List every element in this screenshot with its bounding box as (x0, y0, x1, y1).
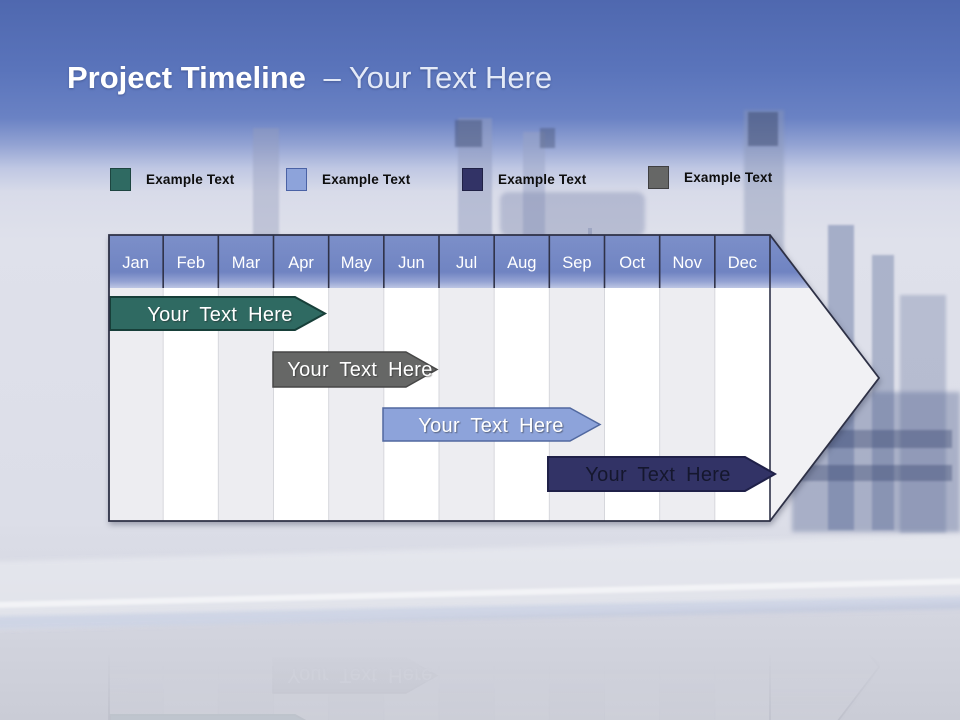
task-bar-navy (547, 456, 778, 492)
slide-title: Project Timeline – Your Text Here (67, 58, 552, 98)
legend-label: Example Text (684, 170, 773, 185)
slide-title-main: Project Timeline (67, 60, 306, 95)
month-header-band (109, 235, 812, 288)
legend-label: Example Text (146, 172, 235, 187)
big-arrow-outline (108, 234, 881, 522)
chimney-cap-shape (748, 112, 778, 146)
slide-title-suffix: – Your Text Here (323, 60, 553, 95)
task-bar-label: Your Text Here (287, 359, 432, 381)
legend-swatch-light-blue (286, 168, 307, 191)
task-bar-light-blue (382, 407, 602, 442)
curb-shape (0, 577, 960, 609)
month-label: May (341, 254, 373, 272)
legend-swatch-teal (110, 168, 131, 191)
month-label: Sep (562, 254, 591, 272)
month-label: Aug (507, 254, 536, 272)
month-label: Feb (177, 254, 205, 272)
legend-item-navy: Example Text (462, 168, 586, 191)
month-label: Jan (122, 254, 149, 272)
month-label: Jun (398, 254, 425, 272)
chimney-cap-shape (540, 128, 555, 148)
road-shape (0, 533, 960, 631)
road-streak-shape (0, 595, 960, 630)
legend-label: Example Text (322, 172, 411, 187)
month-label: Nov (673, 254, 703, 272)
legend-swatch-navy (462, 168, 483, 191)
month-label: Oct (619, 254, 645, 272)
legend-item-light-blue: Example Text (286, 168, 410, 191)
chimney-cap-shape (455, 120, 482, 147)
month-labels: Jan Feb Mar Apr May Jun Jul Aug Sep Oct … (122, 254, 757, 272)
legend-swatch-gray (648, 166, 669, 189)
task-bar-label: Your Text Here (418, 415, 563, 437)
tower-shape (900, 295, 946, 533)
task-bar-gray (272, 351, 439, 388)
month-label: Mar (232, 254, 261, 272)
legend-label: Example Text (498, 172, 587, 187)
month-label: Jul (456, 254, 477, 272)
timeline-chart: Jan Feb Mar Apr May Jun Jul Aug Sep Oct … (108, 234, 881, 522)
month-label: Apr (288, 254, 314, 272)
task-bar-teal (109, 296, 328, 331)
month-label: Dec (728, 254, 757, 272)
timeline-arrow-graphic: Jan Feb Mar Apr May Jun Jul Aug Sep Oct … (108, 234, 881, 522)
legend-item-gray: Example Text (648, 166, 772, 189)
legend-item-teal: Example Text (110, 168, 234, 191)
equipment-shape (500, 192, 645, 236)
task-bar-label: Your Text Here (585, 464, 730, 486)
task-bar-label: Your Text Here (147, 304, 292, 326)
